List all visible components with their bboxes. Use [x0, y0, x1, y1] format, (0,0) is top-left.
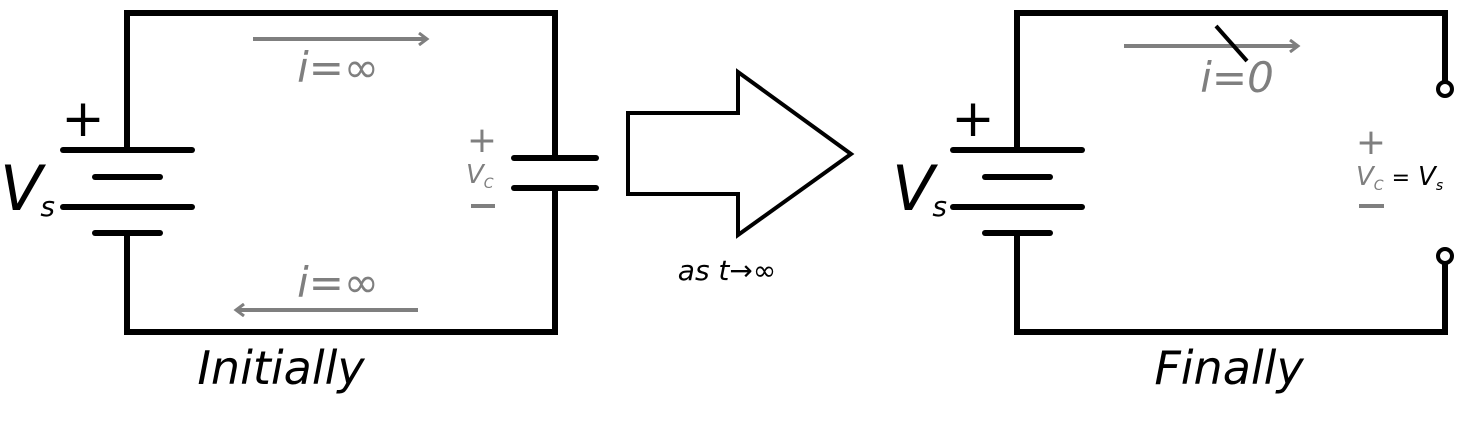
right-battery	[950, 147, 1085, 236]
right-circuit: + Vs i=0 + VC=Vs Finally	[892, 10, 1454, 395]
right-battery-plus: +	[951, 89, 995, 149]
left-source-label: Vs	[0, 152, 55, 225]
right-cap-voltage-label: VC=Vs	[1356, 162, 1443, 194]
right-terminal-top	[1436, 80, 1454, 98]
transition: as t→∞	[626, 68, 855, 287]
right-source-label: Vs	[892, 152, 947, 225]
right-cap-plus: +	[1356, 122, 1386, 163]
right-wire-bottom	[1014, 230, 1448, 335]
right-caption: Finally	[1154, 341, 1304, 395]
right-wire-top	[1014, 10, 1448, 153]
right-current-top-label: i=0	[1200, 53, 1274, 102]
left-battery-plus: +	[61, 89, 105, 149]
transition-arrow	[626, 68, 855, 239]
right-terminal-bottom	[1436, 247, 1454, 265]
left-circuit: + Vs i=∞ i=∞ + VC Initially	[0, 10, 599, 395]
left-current-bottom-label: i=∞	[297, 258, 379, 307]
left-capacitor	[511, 155, 599, 191]
left-current-top-label: i=∞	[297, 43, 379, 92]
left-wire-bottom	[124, 185, 558, 335]
left-battery	[60, 147, 195, 236]
left-cap-voltage-label: VC	[466, 160, 494, 192]
transition-label: as t→∞	[678, 254, 776, 287]
left-wire-top	[124, 10, 558, 161]
left-caption: Initially	[197, 341, 365, 395]
right-current-slash	[1214, 24, 1249, 63]
left-cap-plus: +	[467, 120, 497, 161]
